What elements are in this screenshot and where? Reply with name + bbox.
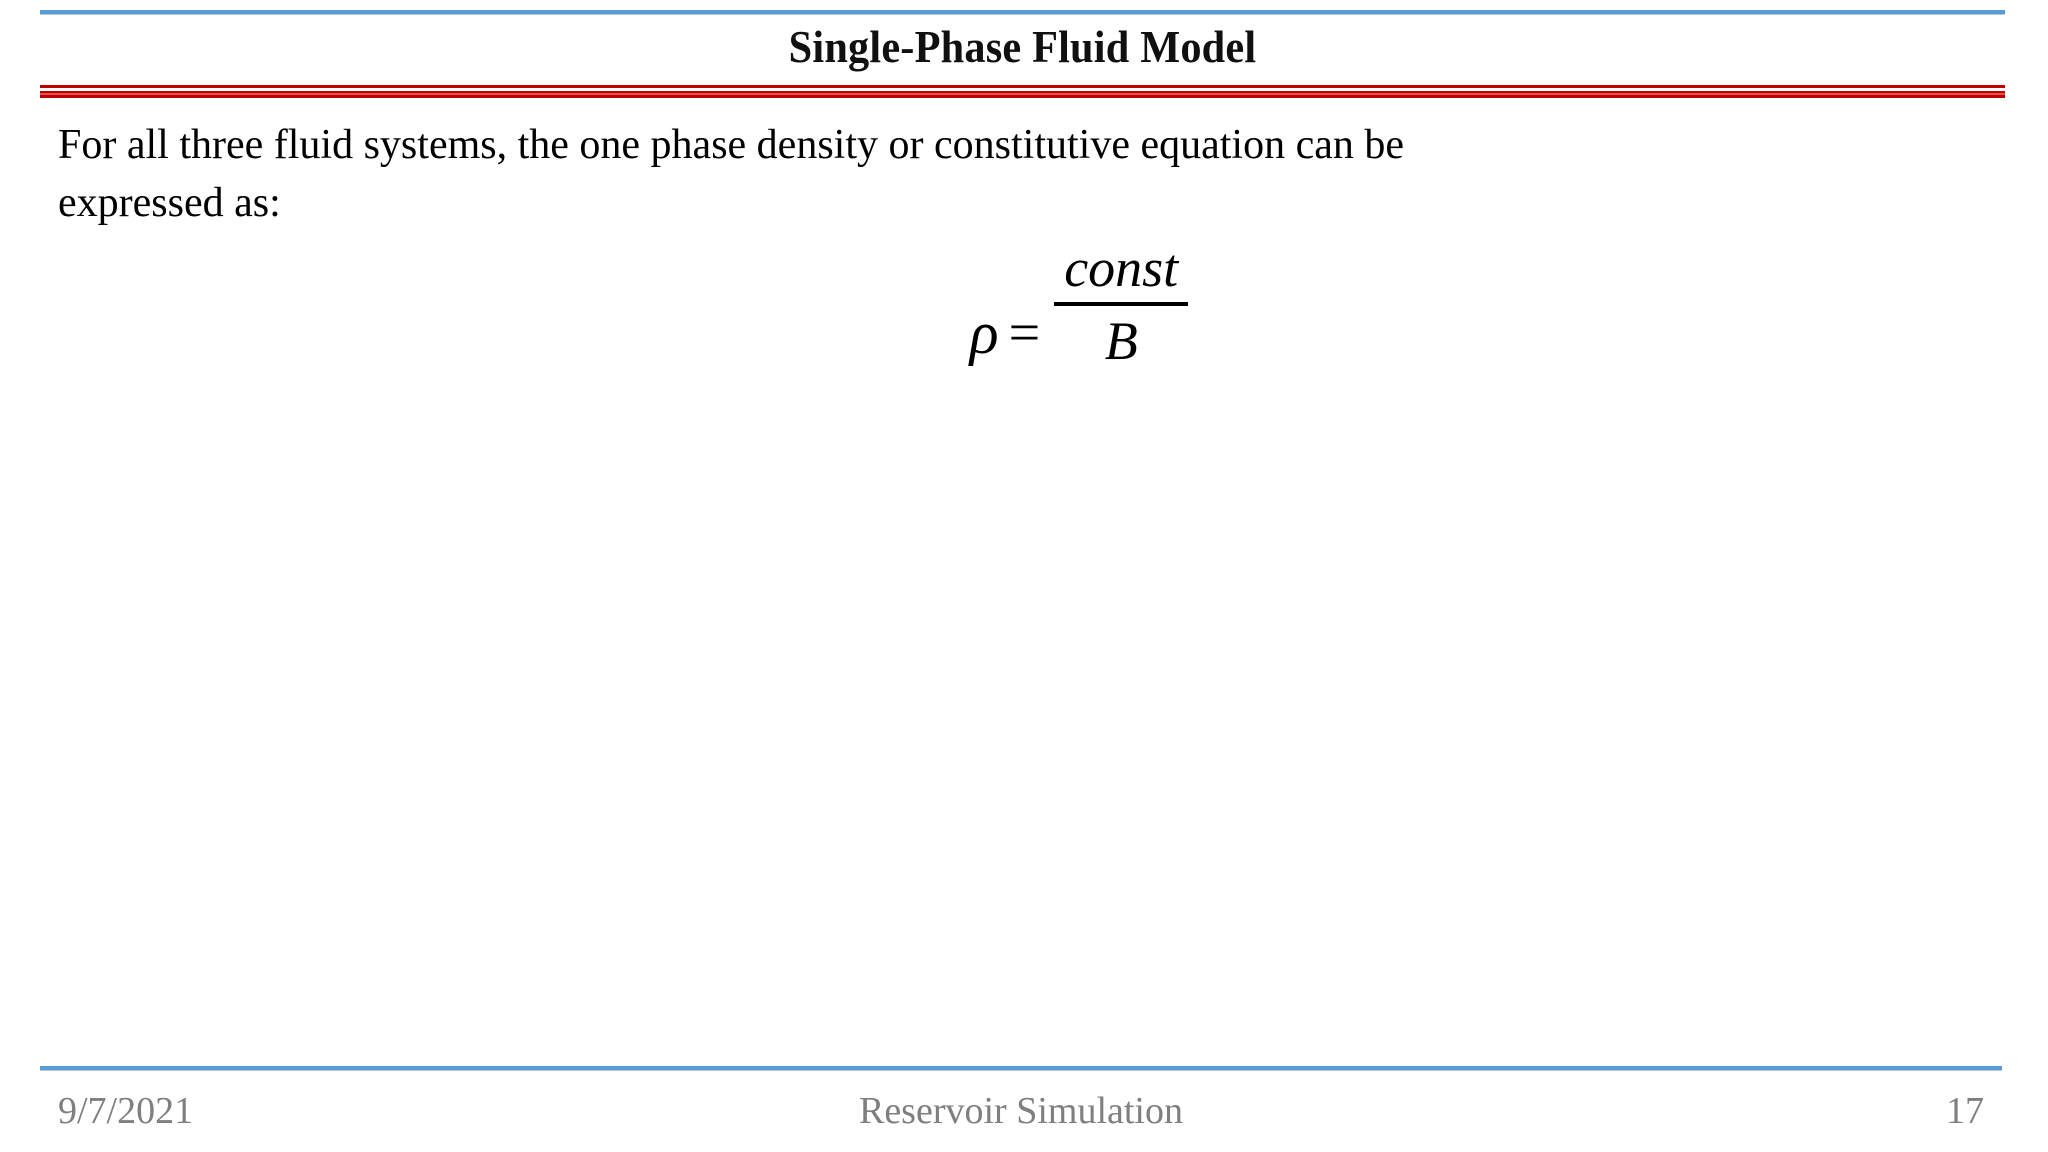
fraction: const B — [1054, 236, 1189, 374]
body-content: For all three fluid systems, the one pha… — [58, 116, 1988, 232]
slide-footer: 9/7/2021 Reservoir Simulation 17 — [40, 1080, 2002, 1142]
header-blue-divider — [40, 10, 2005, 15]
footer-page-number: 17 — [1945, 1090, 1984, 1132]
density-equation: ρ = const B — [969, 236, 1189, 374]
header-red-divider-thick — [40, 91, 2005, 98]
body-paragraph-text: For all three fluid systems, the one pha… — [58, 122, 1405, 168]
equals-sign: = — [1008, 302, 1041, 364]
fraction-numerator: const — [1064, 238, 1179, 298]
footer-course-title: Reservoir Simulation — [858, 1090, 1183, 1132]
body-paragraph-last-line: expressed as: — [58, 180, 281, 226]
footer-date: 9/7/2021 — [58, 1090, 194, 1132]
fraction-bar — [1054, 302, 1189, 306]
rho-symbol: ρ — [969, 300, 999, 366]
fraction-denominator: B — [1104, 311, 1138, 371]
footer-blue-divider — [40, 1066, 2002, 1071]
header-red-divider-thin — [40, 85, 2005, 88]
body-paragraph: For all three fluid systems, the one pha… — [58, 116, 1988, 232]
equation-region: ρ = const B — [0, 236, 2048, 374]
page-title: Single-Phase Fluid Model — [788, 21, 1257, 72]
